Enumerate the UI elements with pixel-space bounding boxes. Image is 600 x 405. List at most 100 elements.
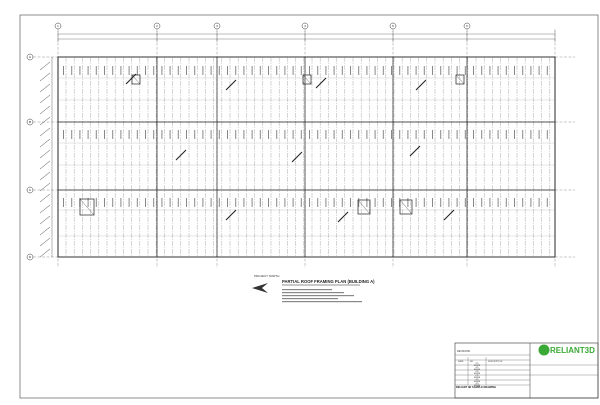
member-tag	[112, 130, 114, 139]
brace-line	[175, 149, 187, 161]
member-tag	[366, 198, 368, 207]
member-tag	[546, 66, 548, 75]
member-tag	[325, 66, 327, 75]
column-bubble-label: 1	[57, 24, 59, 28]
opening-cross	[455, 74, 465, 85]
member-tag	[177, 130, 179, 139]
brace-line	[291, 151, 303, 163]
member-tag	[440, 130, 442, 139]
member-tag	[522, 130, 524, 139]
member-tag	[259, 130, 261, 139]
column-bubble-label: 2	[156, 24, 158, 28]
member-tag	[407, 130, 409, 139]
member-tag	[546, 198, 548, 207]
brace-line	[315, 77, 327, 89]
member-tag	[432, 198, 433, 207]
member-tag	[505, 198, 507, 207]
joist-girders	[57, 57, 556, 257]
member-tag	[481, 66, 483, 75]
member-tag	[382, 130, 384, 139]
member-tag	[350, 198, 351, 207]
column-bubble-label: 4	[304, 24, 306, 28]
member-tag	[464, 130, 466, 139]
member-tag	[153, 130, 155, 139]
member-tag	[350, 130, 351, 139]
member-annotations	[63, 66, 548, 207]
member-tag	[259, 198, 261, 207]
member-tag	[448, 130, 450, 139]
member-tag	[284, 66, 286, 75]
member-tag	[456, 66, 458, 75]
member-tag	[104, 130, 105, 139]
member-tag	[128, 198, 130, 207]
member-tag	[202, 198, 204, 207]
revision-number: 6	[477, 384, 478, 386]
opening-cross	[79, 198, 95, 216]
plan-notes	[282, 289, 362, 303]
member-tag	[120, 130, 122, 139]
member-tag	[481, 130, 483, 139]
member-tag	[309, 66, 310, 75]
member-tag	[456, 198, 458, 207]
north-arrow-label: PROJECT NORTH	[254, 274, 279, 278]
member-tag	[268, 198, 269, 207]
roof-openings	[79, 74, 465, 216]
member-tag	[366, 66, 368, 75]
member-tag	[136, 198, 138, 207]
member-tag	[63, 198, 64, 207]
logo-text: RELIANT3D	[550, 346, 595, 355]
member-tag	[300, 130, 302, 139]
member-tag	[505, 130, 507, 139]
brace-line	[225, 209, 237, 221]
revision-triangle-icon	[473, 362, 481, 366]
member-tag	[218, 198, 220, 207]
edge-tick	[39, 204, 51, 214]
row-bubble-label: D	[29, 255, 32, 259]
member-tag	[202, 66, 204, 75]
member-tag	[251, 66, 253, 75]
member-tag	[505, 66, 507, 75]
member-tag	[145, 66, 146, 75]
opening-cross	[357, 199, 371, 215]
member-tag	[309, 130, 310, 139]
revision-number: 3	[477, 372, 478, 374]
member-tag	[227, 66, 228, 75]
member-tag	[79, 66, 81, 75]
north-arrow-icon	[252, 283, 268, 293]
member-tag	[497, 130, 499, 139]
member-tag	[423, 130, 425, 139]
brace-line	[443, 209, 455, 221]
member-tag	[391, 66, 392, 75]
member-tag	[87, 66, 89, 75]
member-tag	[87, 130, 89, 139]
edge-tick	[39, 193, 51, 203]
member-tag	[120, 198, 122, 207]
member-tag	[399, 130, 401, 139]
member-tag	[415, 198, 417, 207]
member-tag	[382, 66, 384, 75]
roof-opening	[131, 74, 141, 85]
member-tag	[333, 130, 335, 139]
member-tag	[235, 130, 237, 139]
member-tag	[136, 66, 138, 75]
roof-opening	[357, 199, 371, 215]
member-tag	[177, 66, 179, 75]
member-tag	[489, 130, 491, 139]
member-tag	[440, 66, 442, 75]
member-tag	[71, 130, 73, 139]
member-tag	[112, 66, 114, 75]
member-tag	[169, 66, 171, 75]
member-tag	[268, 66, 269, 75]
member-tag	[268, 130, 269, 139]
member-tag	[243, 130, 245, 139]
member-tag	[194, 198, 196, 207]
member-tag	[391, 130, 392, 139]
building-outline	[57, 56, 556, 258]
member-tag	[464, 66, 466, 75]
roof-opening	[399, 199, 413, 215]
member-tag	[497, 198, 499, 207]
member-tag	[358, 66, 360, 75]
member-tag	[415, 66, 417, 75]
revision-triangle-icon	[473, 374, 481, 378]
